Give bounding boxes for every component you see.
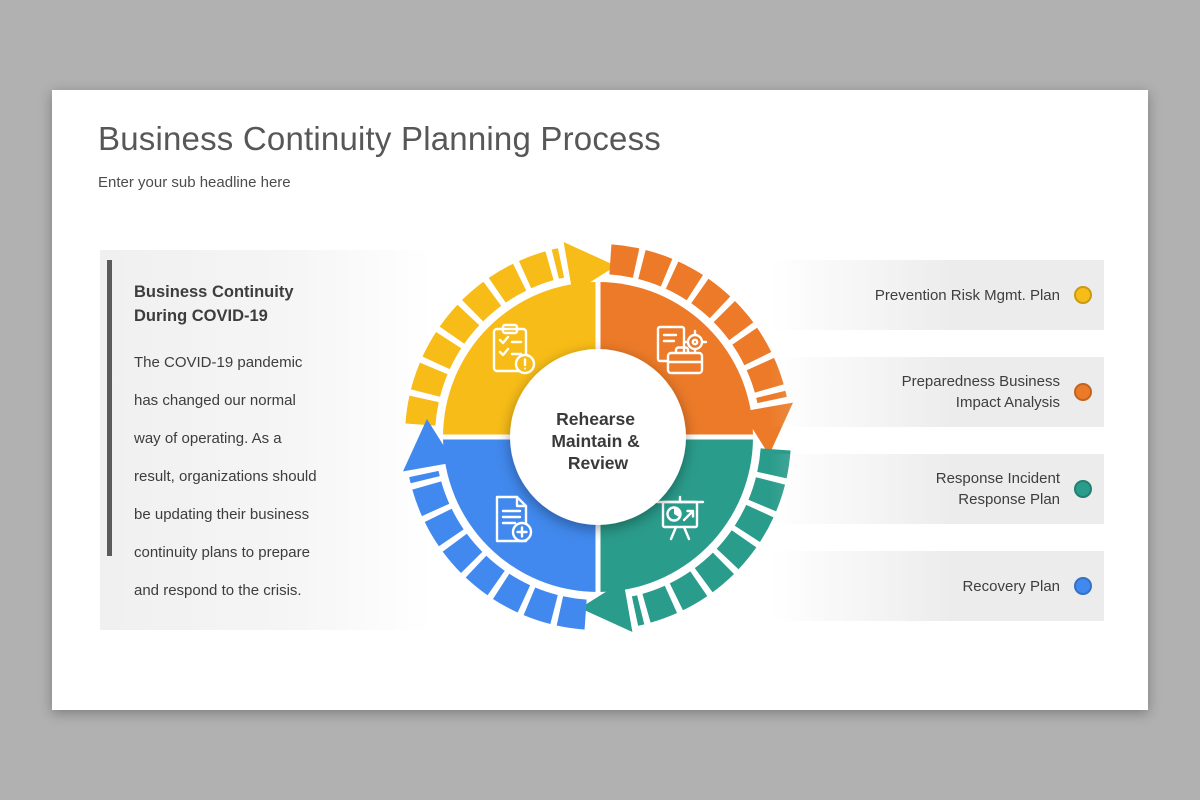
legend-dot-teal [1074, 480, 1092, 498]
cycle-arrowhead-top [563, 242, 616, 294]
covid-info-panel: Business Continuity During COVID-19 The … [100, 250, 432, 630]
cycle-arrow-top-right [609, 244, 787, 404]
legend-label: Prevention Risk Mgmt. Plan [874, 286, 1060, 304]
process-cycle-diagram: Rehearse Maintain & Review [403, 242, 793, 632]
legend-dot-blue [1074, 577, 1092, 595]
document-medical-warning-icon [495, 495, 533, 543]
legend-dot-yellow [1074, 286, 1092, 304]
legend-item-prevention: Prevention Risk Mgmt. Plan [770, 260, 1104, 330]
clipboard-checklist-warning-icon [492, 323, 536, 375]
page-subtitle: Enter your sub headline here [98, 174, 291, 191]
slide: Business Continuity Planning Process Ent… [52, 90, 1148, 710]
cycle-arrowhead-left [403, 419, 455, 472]
center-circle [510, 349, 686, 525]
panel-accent-bar [107, 260, 112, 556]
cycle-arrowhead-bottom [580, 580, 633, 632]
cycle-arrow-bottom-right [631, 448, 791, 626]
legend-item-preparedness: Preparedness Business Impact Analysis [770, 357, 1104, 427]
cycle-arrow-bottom-left [409, 470, 587, 630]
page-title: Business Continuity Planning Process [98, 120, 661, 157]
legend-label: Preparedness Business Impact Analysis [901, 373, 1060, 411]
legend-item-response: Response Incident Response Plan [770, 454, 1104, 524]
legend-label: Response Incident Response Plan [935, 470, 1060, 508]
legend-dot-orange [1074, 383, 1092, 401]
legend-label: Recovery Plan [962, 577, 1060, 595]
legend-item-recovery: Recovery Plan [770, 551, 1104, 621]
panel-heading: Business Continuity During COVID-19 [134, 283, 294, 325]
cycle-arrow-top-left [405, 248, 565, 426]
panel-body-text: The COVID-19 pandemic has changed our no… [134, 354, 317, 599]
center-label: Rehearse Maintain & Review [551, 409, 644, 473]
presentation-chart-icon [655, 495, 705, 541]
briefcase-gear-document-icon [656, 325, 708, 375]
